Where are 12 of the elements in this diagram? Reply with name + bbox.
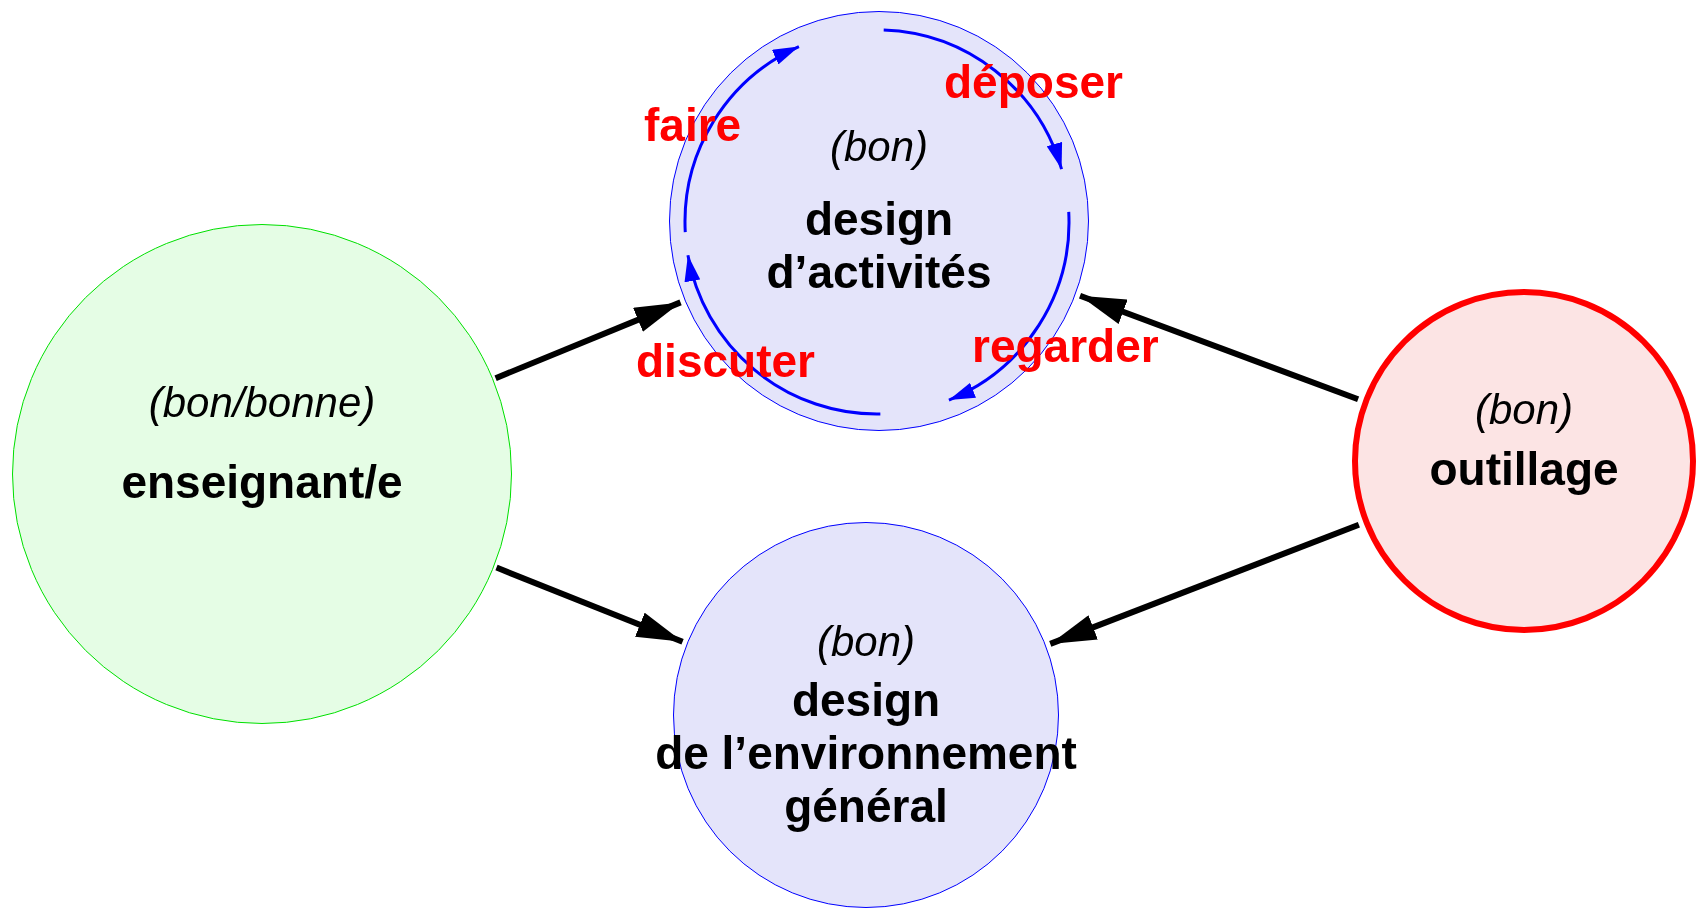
node-title: design d’activités <box>766 193 992 300</box>
arrow <box>1079 293 1360 403</box>
qualifier-text: (bon) <box>1474 386 1574 435</box>
qualifier-text: (bon/bonne) <box>148 379 376 428</box>
qualifier-text: (bon) <box>816 617 916 666</box>
qualifier-text: (bon) <box>829 122 929 172</box>
arrow <box>1049 521 1360 647</box>
node-title: enseignant/e <box>121 455 403 509</box>
arrow <box>495 564 684 645</box>
node-title: design de l’environnement général <box>655 673 1077 833</box>
node-title: outillage <box>1429 442 1619 496</box>
arrow <box>494 299 682 381</box>
